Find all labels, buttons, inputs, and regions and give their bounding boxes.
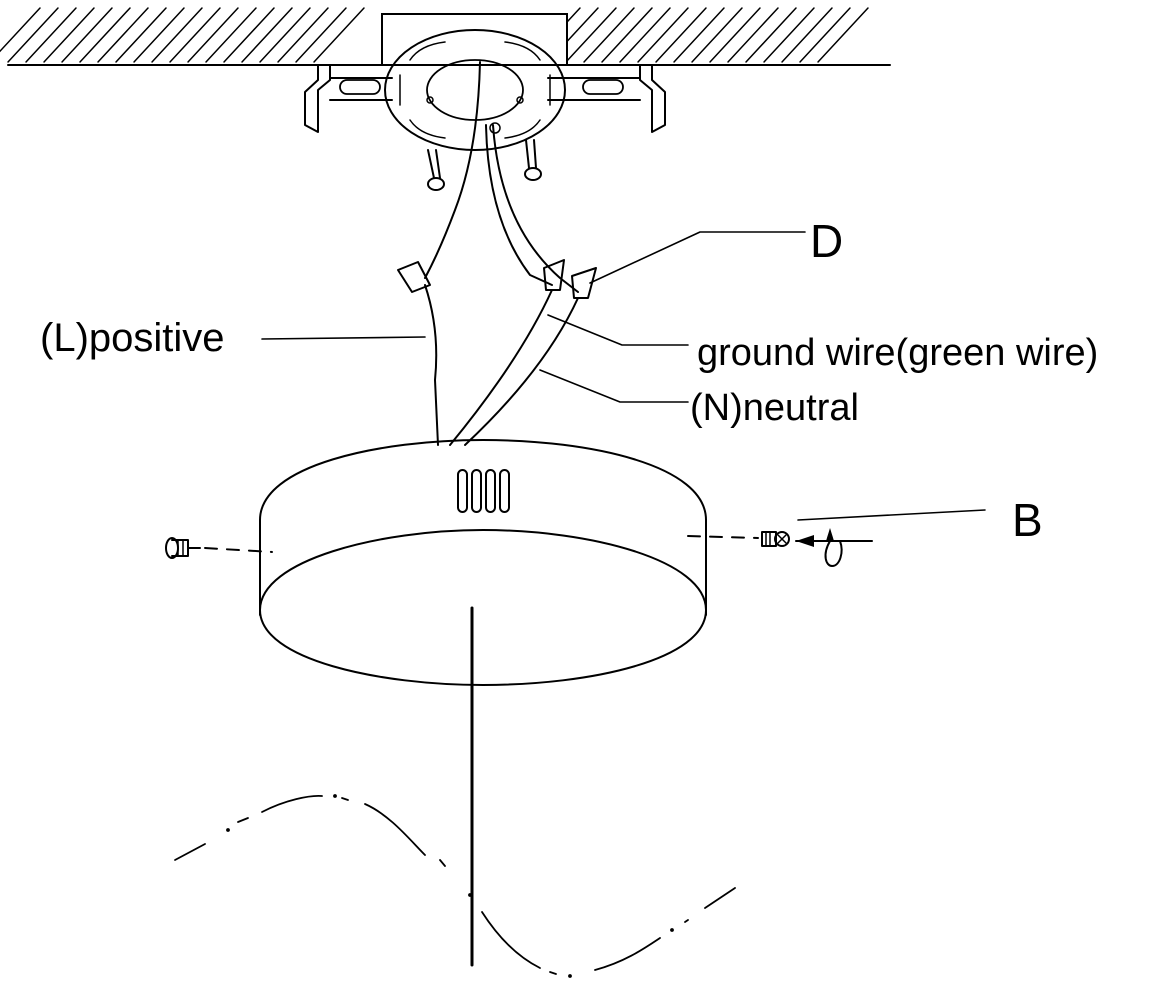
vent-slots [457, 469, 510, 513]
canopy-plate [384, 29, 566, 151]
label-positive: (L)positive [40, 316, 225, 360]
leader-lines [261, 231, 986, 521]
fixture-canopy [259, 439, 707, 686]
mounting-screws [427, 139, 542, 191]
ceiling-wires [424, 61, 579, 293]
junction-box [381, 13, 568, 66]
fixture-wires [424, 284, 579, 446]
shade-outline [174, 794, 736, 978]
label-screw-b: B [1012, 494, 1043, 546]
right-screw [687, 528, 873, 567]
label-connector-d: D [810, 215, 843, 267]
mounting-bracket [304, 29, 666, 151]
label-ground-wire: ground wire(green wire) [697, 332, 1098, 374]
left-screw [165, 537, 273, 559]
label-neutral: (N)neutral [690, 387, 859, 429]
ceiling [0, 7, 891, 66]
wire-connectors [397, 259, 597, 299]
